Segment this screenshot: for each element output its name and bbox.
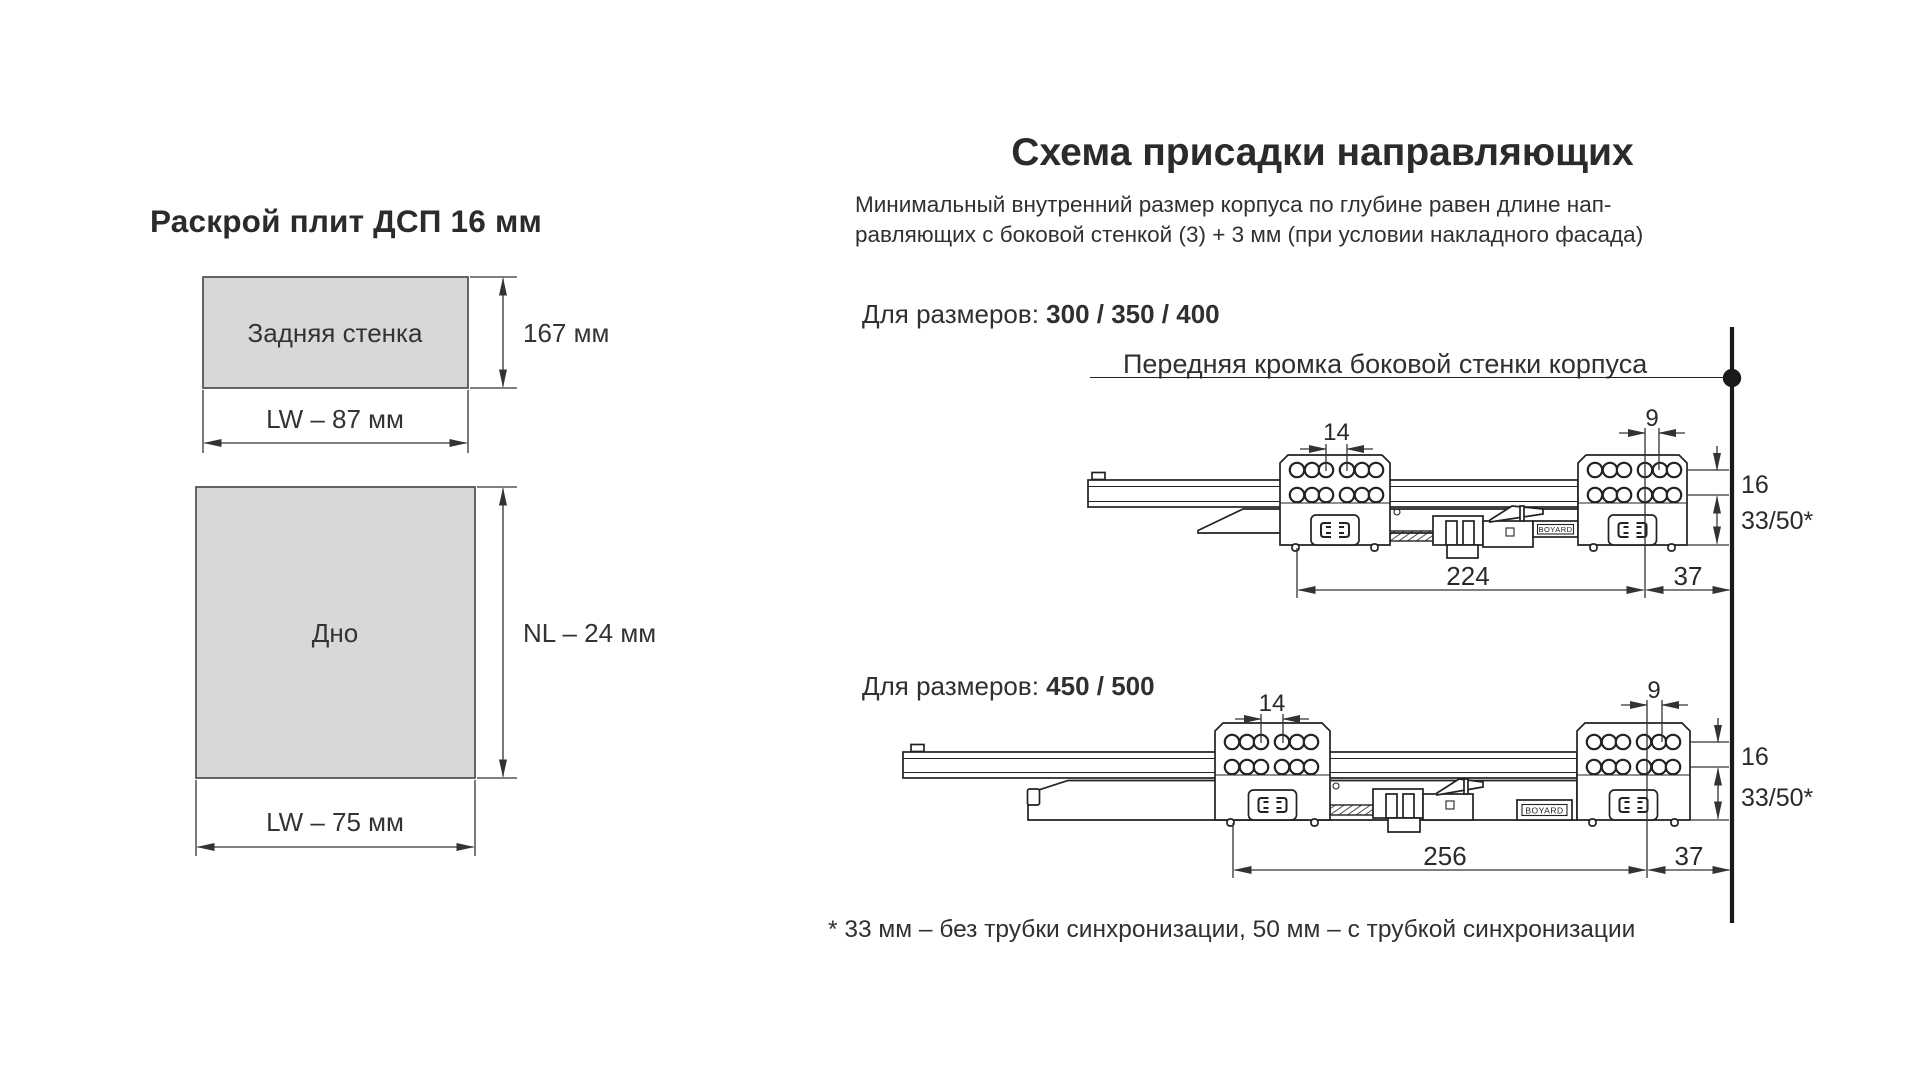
slide-mechanism-large: BOYARD bbox=[1329, 778, 1573, 833]
dim-9-large: 9 bbox=[1647, 677, 1660, 704]
dim-14-small: 14 bbox=[1323, 419, 1350, 446]
mounting-block bbox=[1214, 722, 1331, 827]
sizes-label-large: Для размеров: 450 / 500 bbox=[862, 671, 1155, 701]
dim-3350-large: 33/50* bbox=[1741, 784, 1814, 812]
mounting-block bbox=[1577, 454, 1688, 552]
dim-256: 256 bbox=[1423, 841, 1466, 871]
brand-logo-large: BOYARD bbox=[1525, 806, 1563, 816]
back-panel-height-label: 167 мм bbox=[523, 318, 609, 348]
dims-large: 14 9 16 33/50* 256 37 bbox=[1232, 677, 1814, 878]
bottom-panel-width-label: LW – 75 мм bbox=[266, 807, 404, 837]
dims-small: 14 9 16 33/50* 224 37 bbox=[1296, 405, 1814, 598]
dim-14-large: 14 bbox=[1259, 690, 1286, 717]
back-panel-label: Задняя стенка bbox=[248, 318, 423, 348]
sizes-values-large: 450 / 500 bbox=[1046, 671, 1155, 701]
footnote: * 33 мм – без трубки синхронизации, 50 м… bbox=[828, 916, 1636, 943]
edge-reference-dot bbox=[1722, 368, 1742, 388]
dim-224: 224 bbox=[1446, 561, 1489, 591]
drilling-scheme-canvas: BOYARD 14 9 16 33/50* bbox=[902, 327, 1814, 923]
drawing-small: BOYARD 14 9 16 33/50* bbox=[1087, 405, 1814, 598]
scheme-intro-line1: Минимальный внутренний размер корпуса по… bbox=[855, 192, 1612, 217]
scheme-intro: Минимальный внутренний размер корпуса по… bbox=[855, 190, 1643, 250]
mounting-block bbox=[1576, 722, 1691, 827]
scheme-intro-line2: равляющих с боковой стенкой (3) + 3 мм (… bbox=[855, 222, 1644, 247]
back-panel-height-dim: 167 мм bbox=[470, 276, 609, 389]
bottom-panel-height-dim: NL – 24 мм bbox=[477, 486, 656, 779]
back-panel-width-dim: LW – 87 мм bbox=[202, 390, 469, 453]
drawing-large: BOYARD 14 9 16 33/50* bbox=[902, 677, 1814, 878]
bottom-panel-width-dim: LW – 75 мм bbox=[195, 780, 476, 856]
bottom-panel-label: Дно bbox=[312, 618, 358, 648]
dim-3350-small: 33/50* bbox=[1741, 507, 1814, 535]
bottom-panel-height-label: NL – 24 мм bbox=[523, 618, 656, 648]
bottom-panel-rect bbox=[195, 486, 476, 779]
cutting-diagram-canvas: Задняя стенка 167 мм LW – 87 мм Дно NL –… bbox=[195, 276, 656, 856]
cutting-title: Раскрой плит ДСП 16 мм bbox=[150, 203, 542, 239]
sizes-values-small: 300 / 350 / 400 bbox=[1046, 299, 1220, 329]
mounting-block bbox=[1279, 454, 1391, 552]
dim-16-large: 16 bbox=[1741, 743, 1769, 771]
front-edge-label: Передняя кромка боковой стенки корпуса bbox=[1123, 349, 1648, 379]
dim-9-small: 9 bbox=[1645, 405, 1658, 432]
dim-37-small: 37 bbox=[1674, 561, 1703, 591]
sizes-label-small: Для размеров: 300 / 350 / 400 bbox=[862, 299, 1220, 329]
back-panel-rect bbox=[202, 276, 469, 389]
brand-logo-small: BOYARD bbox=[1538, 525, 1572, 534]
slide-mechanism-small: BOYARD bbox=[1389, 505, 1579, 559]
dim-16-small: 16 bbox=[1741, 471, 1769, 499]
back-panel-width-label: LW – 87 мм bbox=[266, 404, 404, 434]
dim-37-large: 37 bbox=[1675, 841, 1704, 871]
scheme-title: Схема присадки направляющих bbox=[1011, 131, 1634, 174]
